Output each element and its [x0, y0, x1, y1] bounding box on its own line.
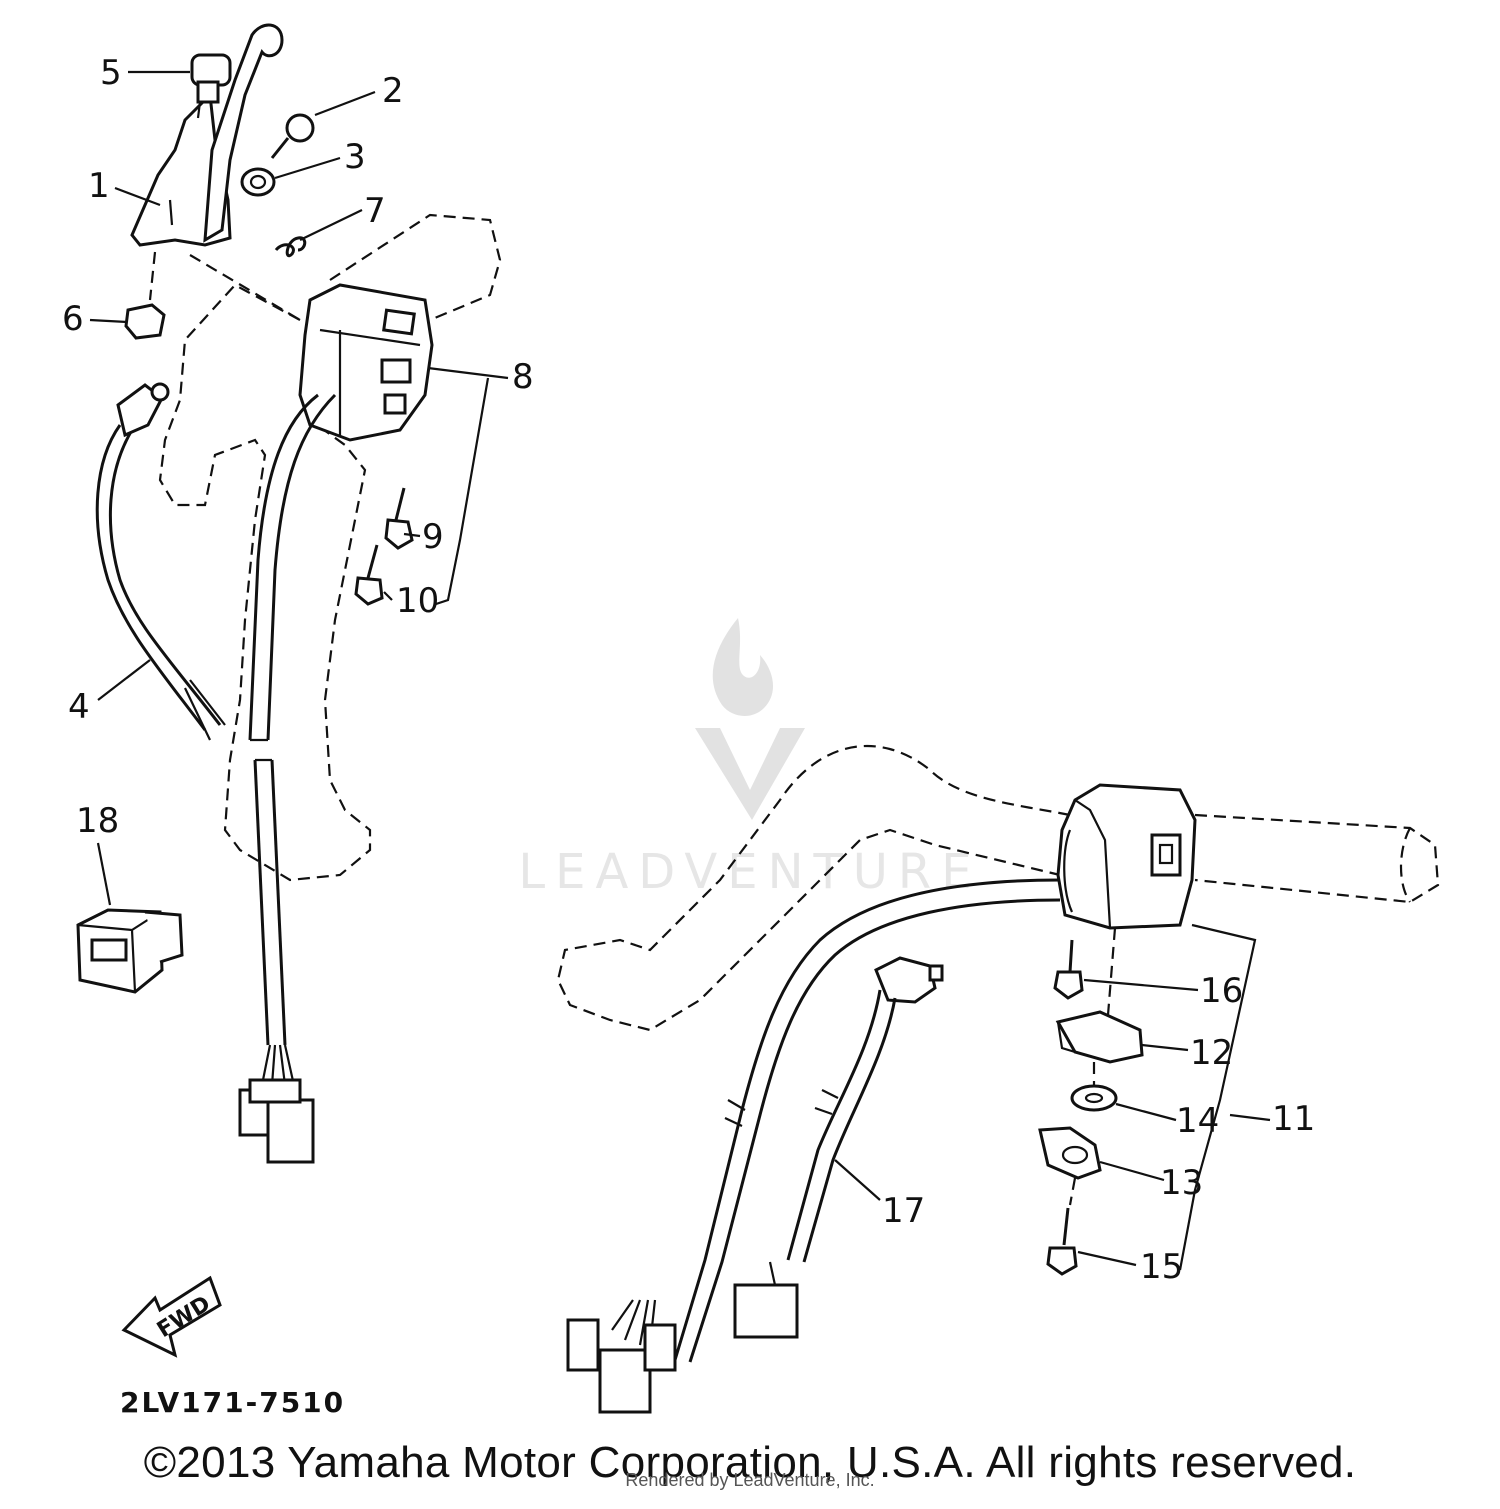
copyright-notice: ©2013 Yamaha Motor Corporation, U.S.A. A… — [143, 1438, 1357, 1487]
clutch-switch — [95, 382, 226, 741]
pivot-bolt — [270, 113, 315, 159]
fwd-arrow-icon: FWD — [121, 1275, 222, 1358]
right-wire-harness — [566, 878, 1061, 1414]
clutch-lever — [203, 23, 284, 243]
part-label-8: 8 — [512, 357, 534, 397]
watermark-text: LEADVENTURE — [518, 844, 981, 900]
right-handlebar-outline — [556, 744, 1440, 1032]
part-label-11: 11 — [1272, 1099, 1315, 1139]
part-labels: 5 2 3 1 7 6 8 9 10 4 18 16 12 11 14 13 1… — [62, 53, 1315, 1287]
leader-lines — [89, 70, 1271, 1271]
left-handlebar-outline — [158, 213, 502, 882]
catalog-code: 2LV171-7510 — [120, 1386, 345, 1419]
part-label-2: 2 — [382, 71, 404, 111]
starter-relay — [76, 908, 184, 994]
part-label-4: 4 — [68, 687, 90, 727]
leadventure-watermark: LEADVENTURE — [518, 618, 981, 900]
part-label-10: 10 — [396, 581, 439, 621]
right-handlebar-switch — [1056, 783, 1197, 930]
part-label-13: 13 — [1160, 1163, 1203, 1203]
clutch-lever-holder — [130, 91, 232, 247]
lever-spring — [274, 236, 307, 258]
part-label-6: 6 — [62, 299, 84, 339]
part-label-14: 14 — [1176, 1101, 1219, 1141]
part-label-5: 5 — [100, 53, 122, 93]
front-brake-switch — [733, 956, 944, 1339]
dust-cap — [124, 303, 166, 340]
part-label-7: 7 — [364, 191, 386, 231]
part-label-15: 15 — [1140, 1247, 1183, 1287]
part-label-3: 3 — [344, 137, 366, 177]
rendered-by-note: Rendered by LeadVenture, Inc. — [625, 1470, 875, 1490]
part-label-18: 18 — [76, 801, 119, 841]
left-switch-screws — [354, 487, 414, 606]
part-label-9: 9 — [422, 517, 444, 557]
left-wire-harness — [238, 393, 337, 1164]
part-label-16: 16 — [1200, 971, 1243, 1011]
part-label-12: 12 — [1190, 1033, 1233, 1073]
right-switch-small-parts — [1038, 939, 1144, 1276]
lever-nut — [240, 167, 276, 197]
lever-adjuster — [190, 53, 232, 119]
left-handlebar-switch — [298, 283, 434, 442]
part-label-1: 1 — [88, 166, 110, 206]
part-label-17: 17 — [882, 1191, 925, 1231]
